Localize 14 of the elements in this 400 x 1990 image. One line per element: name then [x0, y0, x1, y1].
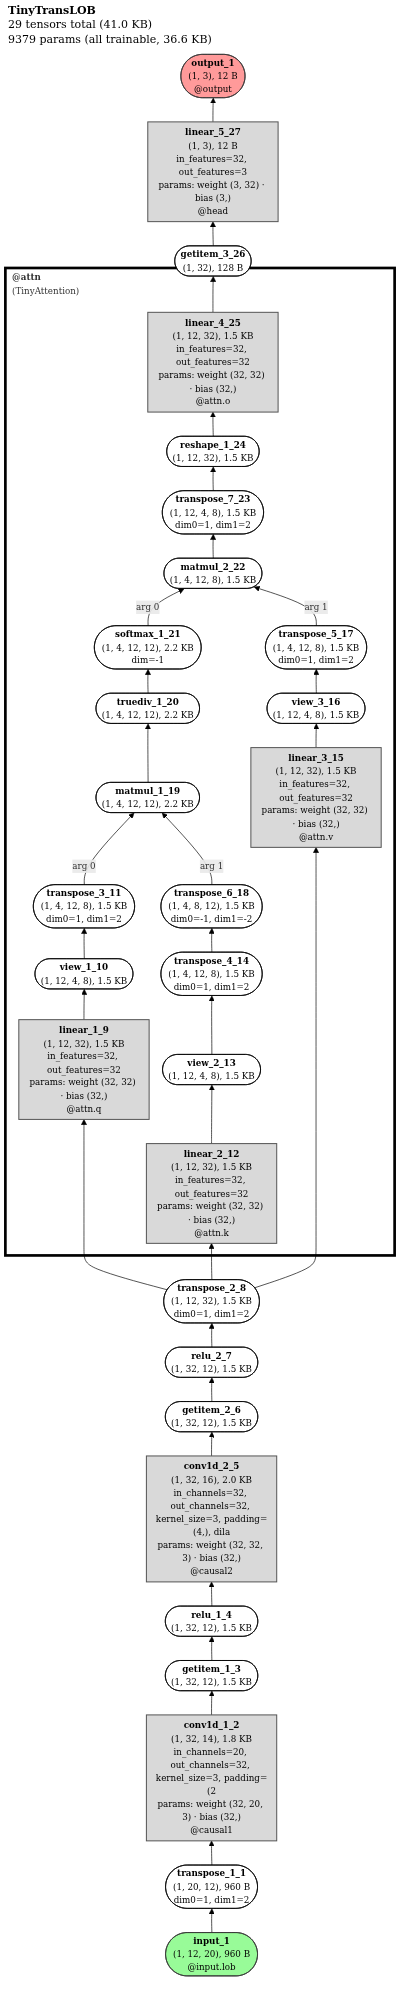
node-box: conv1d_2_5 (1, 32, 16), 2.0 KB in_channels=32, out_channels=32, kernel_size=3, padding=(4,), dila params: weight (32, 32, 3) · bias (32,) @causal2	[145, 1455, 278, 1583]
node-box: linear_5_27 (1, 3), 12 B in_features=32, out_features=3 params: weight (3, 32) · bias (3,) @head	[147, 121, 279, 223]
node-box: linear_3_15 (1, 12, 32), 1.5 KB in_features=32, out_features=32 params: weight (32, 32) · bias (32,) @attn.v	[250, 747, 382, 848]
summary-note: 9379 params (all trainable, 36.6 KB)	[8, 32, 213, 47]
node-box: conv1d_1_2 (1, 32, 14), 1.8 KB in_channels=20, out_channels=32, kernel_size=3, padding=(2 params: weight (32, 20, 3) · bias (32,) @causal1	[145, 1714, 278, 1842]
node-box: linear_2_12 (1, 12, 32), 1.5 KB in_features=32, out_features=32 params: weight (32, 32) · bias (32,) @attn.k	[145, 1143, 278, 1244]
node-box: linear_4_25 (1, 12, 32), 1.5 KB in_features=32, out_features=32 params: weight (32, 32) · bias (32,) @attn.o	[147, 311, 279, 413]
edge-label: arg 1	[199, 860, 224, 871]
edge-label: arg 1	[304, 601, 328, 612]
summary-note: 29 tensors total (41.0 KB)	[8, 18, 154, 33]
diagram-title: TinyTransLOB	[8, 4, 97, 19]
edge-label: arg 0	[72, 860, 96, 871]
edge-label: arg 0	[136, 601, 160, 612]
node-box: linear_1_9 (1, 12, 32), 1.5 KB in_features=32, out_features=32 params: weight (32, 32) · bias (32,) @attn.q	[18, 1019, 150, 1120]
